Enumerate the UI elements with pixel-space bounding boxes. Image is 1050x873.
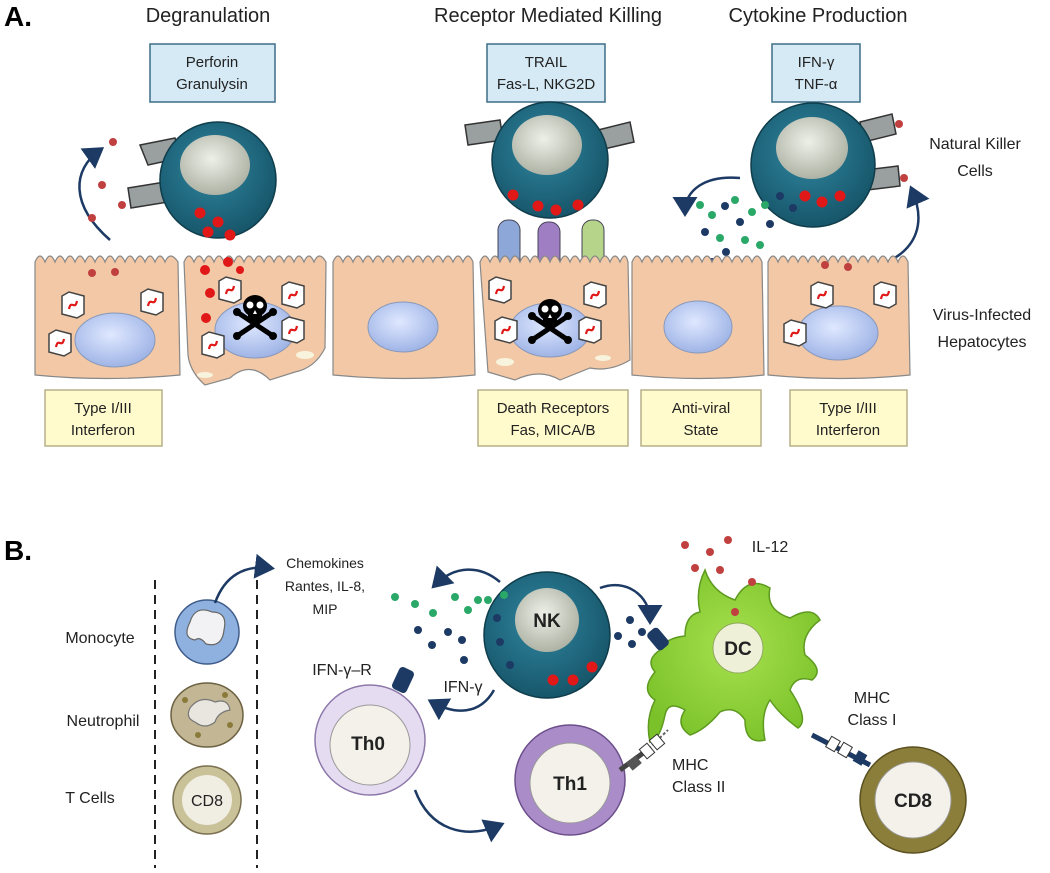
arrow-ifng xyxy=(427,689,496,721)
hepatocyte-row xyxy=(34,255,911,386)
label-hep-line1: Virus-Infected xyxy=(933,307,1031,324)
monocyte-cell xyxy=(174,599,240,665)
nk-dc-dots xyxy=(614,616,646,648)
il12-dots xyxy=(681,536,756,616)
label-mhc2-line2: Class II xyxy=(672,779,725,796)
label-nk-line1: Natural Killer xyxy=(929,136,1021,153)
label-dc: DC xyxy=(724,639,752,660)
t-cell-small: CD8 xyxy=(172,765,242,835)
top-box-ifng-line2: TNF-α xyxy=(795,76,838,93)
top-box-trail: TRAIL Fas-L, NKG2D xyxy=(486,43,606,103)
top-box-perforin-line1: Perforin xyxy=(186,54,239,71)
top-box-ifng-line1: IFN-γ xyxy=(798,54,835,71)
mhc-class-i-complex xyxy=(810,732,872,768)
label-nk: NK xyxy=(533,611,561,632)
dendritic-cell: DC xyxy=(646,568,821,743)
arrow-chemokines xyxy=(213,553,275,604)
label-mhc1-line1: MHC xyxy=(854,690,890,707)
neutrophil-cell xyxy=(170,682,244,748)
heading-receptor-killing: Receptor Mediated Killing xyxy=(434,5,662,27)
nk-cell-receptor xyxy=(464,101,635,273)
nk-cell-b: NK xyxy=(483,571,611,699)
top-box-perforin: Perforin Granulysin xyxy=(149,43,276,103)
curved-arrow-ifn xyxy=(879,185,930,267)
cd8-cell: CD8 xyxy=(859,746,967,854)
bottom-box-1-line2: Interferon xyxy=(71,422,135,439)
bottom-box-2-line2: Fas, MICA/B xyxy=(510,422,595,439)
label-ifng-r: IFN-γ–R xyxy=(312,662,372,679)
label-neutrophil: Neutrophil xyxy=(67,713,140,730)
label-ifng: IFN-γ xyxy=(443,679,482,696)
label-chemokines-1: Chemokines xyxy=(286,555,364,571)
top-box-trail-line2: Fas-L, NKG2D xyxy=(497,76,596,93)
label-cd8-small: CD8 xyxy=(191,793,223,810)
bottom-box-4-line2: Interferon xyxy=(816,422,880,439)
label-chemokines-3: MIP xyxy=(313,601,338,617)
bottom-box-3-line2: State xyxy=(683,422,718,439)
arrow-nk-dc xyxy=(599,583,663,625)
nk-cell-degranulation xyxy=(127,121,277,241)
bottom-box-3-line1: Anti-viral xyxy=(672,400,730,417)
top-box-perforin-line2: Granulysin xyxy=(176,76,248,93)
top-box-trail-line1: TRAIL xyxy=(525,54,568,71)
label-mhc2-line1: MHC xyxy=(672,757,708,774)
th1-cell: Th1 xyxy=(514,724,626,836)
label-th1: Th1 xyxy=(553,774,587,795)
bottom-box-interferon-left: Type I/III Interferon xyxy=(44,389,163,447)
arrow-nk-chemokine xyxy=(431,565,501,589)
curved-arrow-cytokine xyxy=(672,176,741,217)
label-nk-line2: Cells xyxy=(957,163,993,180)
chemokine-dots xyxy=(391,593,512,664)
heading-degranulation: Degranulation xyxy=(146,5,271,27)
arrow-th0-th1 xyxy=(413,789,505,843)
bottom-box-antiviral: Anti-viral State xyxy=(640,389,762,447)
nk-cell-cytokine xyxy=(750,102,901,228)
label-th0: Th0 xyxy=(351,734,385,755)
label-hep-line2: Hepatocytes xyxy=(938,334,1027,351)
label-cd8-large: CD8 xyxy=(894,791,932,812)
dc-receptor xyxy=(647,627,669,651)
mhc-class-ii-complex xyxy=(618,729,669,773)
panel-b-label: B. xyxy=(4,535,32,566)
bottom-box-interferon-right: Type I/III Interferon xyxy=(789,389,908,447)
curved-arrow-release xyxy=(78,147,111,241)
bottom-box-4-line1: Type I/III xyxy=(819,400,877,417)
bottom-box-1-line1: Type I/III xyxy=(74,400,132,417)
label-il12: IL-12 xyxy=(752,539,789,556)
bottom-box-2-line1: Death Receptors xyxy=(497,400,610,417)
label-mhc1-line2: Class I xyxy=(848,712,897,729)
th0-cell: Th0 xyxy=(314,667,426,796)
label-tcells: T Cells xyxy=(65,790,115,807)
heading-cytokine-production: Cytokine Production xyxy=(729,5,908,27)
label-monocyte: Monocyte xyxy=(65,630,134,647)
label-chemokines-2: Rantes, IL-8, xyxy=(285,578,365,594)
panel-a-label: A. xyxy=(4,1,32,32)
top-box-ifng: IFN-γ TNF-α xyxy=(771,43,861,103)
bottom-box-death-receptors: Death Receptors Fas, MICA/B xyxy=(477,389,629,447)
